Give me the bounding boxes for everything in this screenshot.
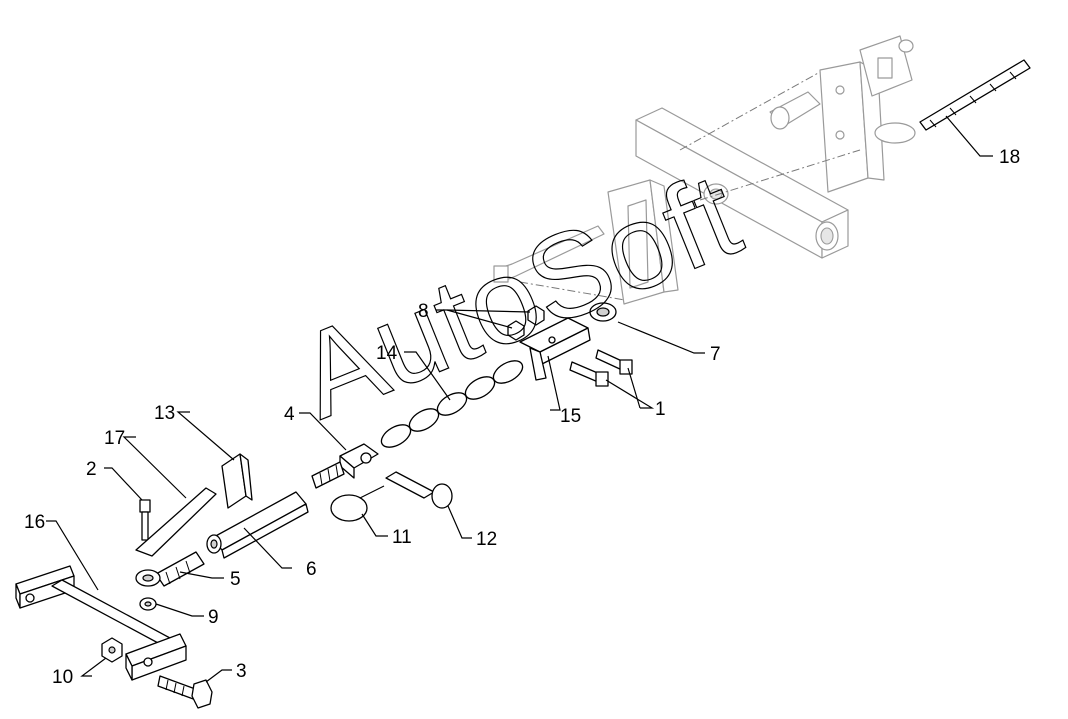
part-2-bolt	[139, 499, 151, 541]
callout-labels: 18 8 7 1 15 14 4 13 17 2 16 5 6 9 10 3 1…	[24, 147, 1020, 688]
leader-lines	[46, 115, 993, 683]
part-11-ring	[330, 485, 385, 522]
callout-11: 11	[392, 527, 412, 548]
part-14-chain	[380, 360, 524, 448]
part-13-clip	[221, 453, 253, 509]
part-15-bracket	[519, 317, 591, 381]
watermark-text: AutoSoft	[280, 147, 757, 444]
part-9-washer	[139, 597, 157, 611]
callout-3: 3	[236, 661, 247, 682]
callout-15: 15	[560, 406, 581, 427]
part-5-eye-end	[135, 551, 205, 587]
part-18-threaded-rod	[919, 59, 1031, 131]
part-8-nuts	[507, 305, 545, 341]
callout-4: 4	[284, 404, 295, 425]
part-4-clevis	[311, 443, 379, 489]
part-1-bolts	[569, 349, 633, 387]
callout-9: 9	[208, 607, 219, 628]
callout-18: 18	[999, 147, 1020, 168]
part-6-turnbuckle	[206, 491, 309, 559]
callout-13: 13	[154, 403, 175, 424]
part-10-nut	[101, 637, 123, 663]
callout-5: 5	[230, 569, 241, 590]
part-7-washer	[589, 302, 617, 322]
callout-16: 16	[24, 512, 45, 533]
callout-8: 8	[418, 301, 429, 322]
callout-12: 12	[476, 529, 497, 550]
callout-6: 6	[306, 559, 317, 580]
part-16-drawbar	[15, 565, 187, 681]
part-3-bolt	[157, 675, 213, 709]
part-17-lever	[135, 487, 217, 557]
callout-17: 17	[104, 428, 125, 449]
part-12-pin	[385, 471, 453, 509]
callout-14: 14	[376, 343, 398, 364]
callout-7: 7	[710, 344, 721, 365]
tractor-frame-ghost	[493, 35, 916, 305]
callout-1: 1	[655, 399, 666, 420]
callout-10: 10	[52, 667, 73, 688]
callout-2: 2	[86, 459, 97, 480]
